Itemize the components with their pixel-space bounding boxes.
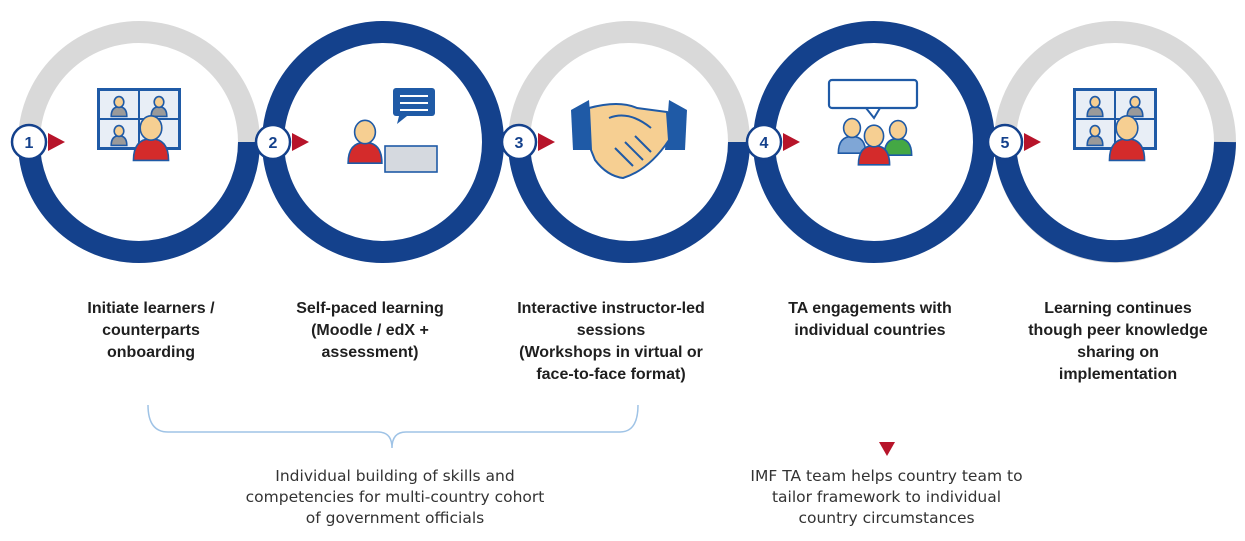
ring-5-lower-arc	[994, 141, 1236, 263]
handshake-icon	[571, 100, 687, 180]
badge-circle	[986, 123, 1024, 161]
group-discussion-icon	[827, 78, 919, 166]
step-number: 4	[760, 135, 769, 152]
step-2-label: Self-paced learning(Moodle / edX +assess…	[296, 300, 444, 361]
arrow-marker-icon	[292, 133, 309, 151]
step-4-badge: 4	[745, 123, 800, 161]
arrow-marker-icon	[1024, 133, 1041, 151]
badge-circle	[745, 123, 783, 161]
laptop-learner-icon	[347, 88, 438, 173]
step-number: 2	[269, 135, 278, 152]
step-1-badge: 1	[10, 123, 65, 161]
badge-circle	[10, 123, 48, 161]
step-number: 5	[1001, 135, 1010, 152]
badge-circle	[500, 123, 538, 161]
video-conference-icon	[97, 88, 181, 162]
step-2-badge: 2	[254, 123, 309, 161]
step-number: 3	[515, 135, 524, 152]
process-rings: 1 2 3 4 5	[10, 21, 1236, 263]
badge-circle	[254, 123, 292, 161]
video-conference-icon	[1073, 88, 1157, 162]
bracket-connector	[147, 404, 639, 449]
marker-triangle	[879, 442, 895, 456]
arrow-marker-icon	[538, 133, 555, 151]
ring-3-lower-arc	[508, 141, 750, 263]
ring-1-lower-arc	[18, 141, 260, 263]
step-5-badge: 5	[986, 123, 1041, 161]
step-number: 1	[25, 135, 34, 152]
arrow-marker-icon	[48, 133, 65, 151]
bracket-line	[147, 404, 639, 449]
arrow-marker-icon	[783, 133, 800, 151]
step-3-badge: 3	[500, 123, 555, 161]
